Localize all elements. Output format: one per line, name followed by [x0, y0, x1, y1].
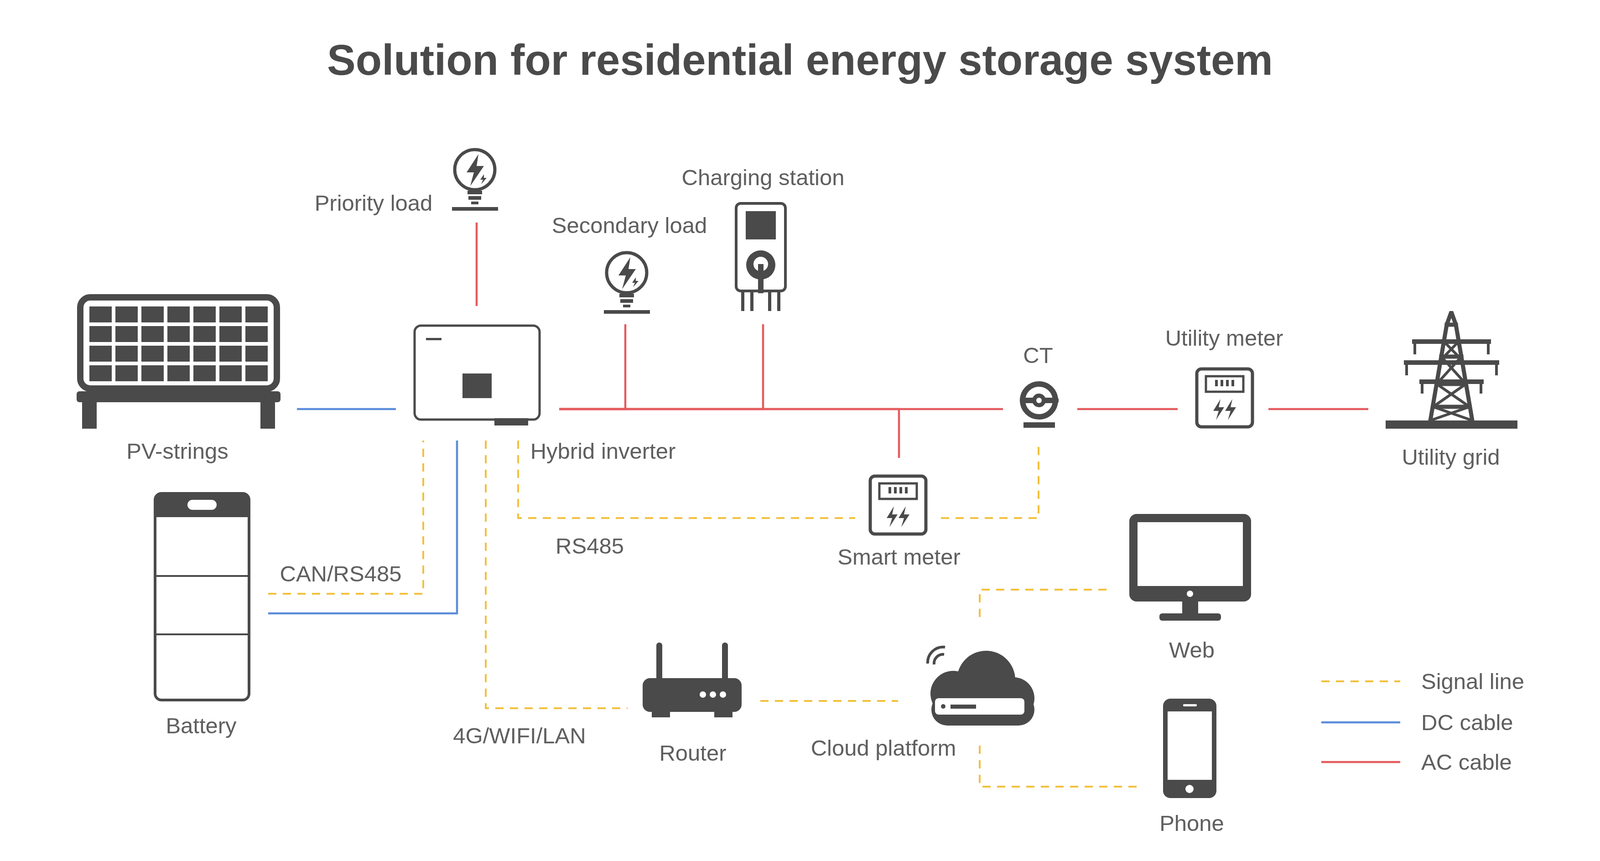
signal-line	[760, 700, 899, 702]
utility-meter: Utility meter	[1194, 367, 1255, 429]
edge-label: RS485	[552, 533, 627, 559]
signal-line	[979, 589, 1112, 618]
legend-line	[1321, 680, 1401, 683]
web-monitor: Web	[1127, 512, 1253, 623]
legend-text: AC cable	[1421, 749, 1512, 775]
cloud-platform-icon	[921, 642, 1036, 727]
pv-strings-icon	[76, 293, 281, 429]
utility-grid: Utility grid	[1385, 311, 1518, 429]
node-label: CT	[1023, 342, 1053, 369]
battery: Battery	[153, 491, 251, 702]
node-label: Smart meter	[837, 544, 961, 570]
charging-station: Charging station	[734, 202, 787, 313]
node-label: Router	[659, 740, 727, 766]
secondary-load-icon	[603, 249, 650, 315]
edge-label: CAN/RS485	[277, 561, 405, 587]
smart-meter: Smart meter	[868, 474, 928, 536]
legend-swatch	[1321, 759, 1401, 765]
router-icon	[642, 642, 742, 718]
ac-cable	[475, 222, 478, 307]
edge-label: 4G/WIFI/LAN	[450, 722, 589, 749]
legend-line	[1321, 721, 1401, 724]
node-label: Battery	[165, 712, 237, 739]
node-label: Utility meter	[1165, 325, 1284, 351]
signal-line	[268, 440, 424, 594]
dc-cable	[268, 440, 458, 614]
battery-icon	[153, 491, 251, 702]
pv-strings: PV-strings	[76, 293, 281, 429]
ac-cable	[1077, 408, 1178, 411]
utility-grid-icon	[1385, 311, 1518, 429]
legend-swatch	[1321, 678, 1401, 685]
web-monitor-icon	[1127, 512, 1253, 623]
node-label: Charging station	[681, 164, 845, 191]
node-label: Cloud platform	[810, 735, 957, 761]
hybrid-inverter: Hybrid inverter	[413, 324, 541, 427]
node-label: Priority load	[314, 190, 433, 216]
smart-meter-icon	[868, 474, 928, 536]
signal-line	[979, 745, 1138, 787]
signal-line	[940, 440, 1039, 519]
node-label: Web	[1168, 637, 1215, 663]
dc-cable	[296, 408, 396, 411]
node-label: Phone	[1159, 810, 1225, 837]
node-label: Utility grid	[1401, 444, 1500, 470]
router: Router	[642, 642, 742, 718]
legend-line	[1321, 761, 1401, 764]
ac-cable	[559, 408, 1003, 411]
ac-cable	[559, 324, 626, 410]
phone-icon	[1163, 698, 1217, 799]
charging-station-icon	[734, 202, 787, 313]
priority-load-icon	[451, 145, 499, 212]
current-transformer: CT	[1017, 379, 1062, 429]
cloud-platform: Cloud platform	[921, 642, 1036, 727]
current-transformer-icon	[1017, 379, 1062, 429]
node-label: Hybrid inverter	[530, 438, 676, 464]
legend-text: Signal line	[1421, 668, 1525, 695]
signal-line	[485, 440, 628, 709]
priority-load: Priority load	[451, 145, 499, 212]
diagram-title: Solution for residential energy storage …	[0, 35, 1600, 85]
node-label: Secondary load	[551, 212, 708, 239]
legend-swatch	[1321, 719, 1401, 726]
secondary-load: Secondary load	[603, 249, 650, 315]
utility-meter-icon	[1194, 367, 1255, 429]
hybrid-inverter-icon	[413, 324, 541, 427]
ac-cable	[1268, 408, 1369, 411]
node-label: PV-strings	[126, 438, 229, 464]
phone: Phone	[1163, 698, 1217, 799]
legend-text: DC cable	[1421, 709, 1514, 736]
ac-cable	[559, 324, 764, 410]
